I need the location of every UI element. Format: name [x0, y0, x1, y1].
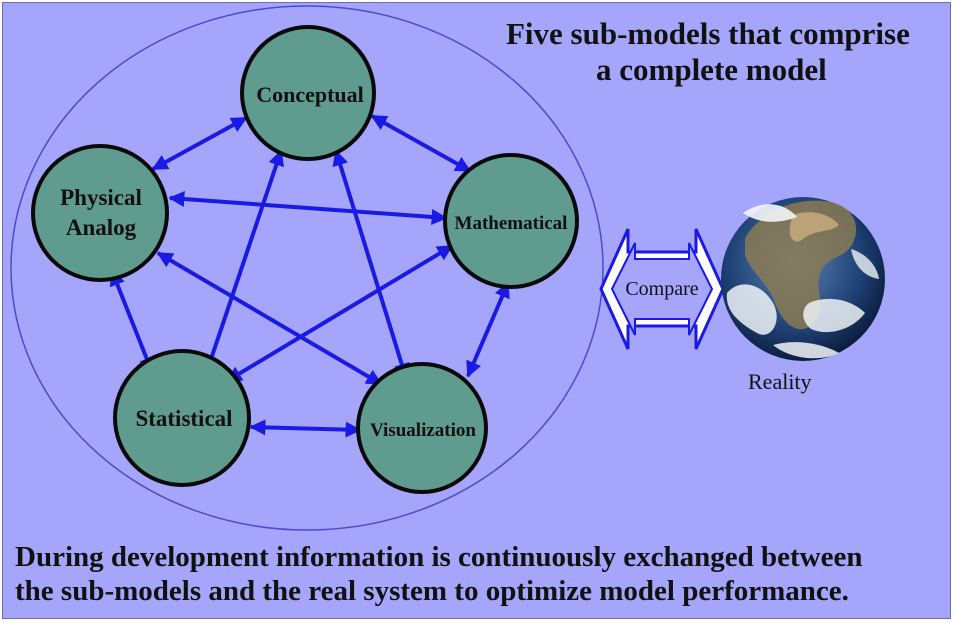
arrow-mathematical-visualization [466, 281, 510, 378]
title-line-2: a complete model [596, 52, 827, 87]
node-physical-analog [31, 144, 169, 282]
node-label-conceptual: Conceptual [256, 82, 364, 107]
caption-line-1: During development information is contin… [15, 541, 863, 573]
node-label-statistical: Statistical [135, 406, 232, 431]
arrow-statistical-visualization [249, 419, 362, 438]
node-statistical [113, 349, 251, 487]
node-label-physical-line2: Analog [66, 215, 137, 240]
double-headed-arrow-icon [599, 228, 725, 350]
arrow-physical-mathematical [168, 191, 448, 225]
caption-line-2: the sub-models and the real system to op… [15, 575, 849, 607]
node-label-visualization: Visualization [370, 420, 476, 441]
compare-label: Compare [625, 278, 698, 300]
node-visualization [356, 362, 488, 494]
title-line-1: Five sub-models that comprise [506, 16, 910, 51]
submodel-diagram: Conceptual Physical Analog Mathematical … [10, 5, 885, 531]
arrow-conceptual-visualization [332, 149, 410, 380]
arrow-conceptual-statistical [203, 149, 284, 376]
node-label-mathematical: Mathematical [455, 213, 568, 234]
node-conceptual [240, 25, 376, 161]
reality-label: Reality [748, 369, 812, 394]
model-boundary-ellipse [10, 5, 604, 531]
arrow-conceptual-physical [151, 116, 248, 171]
earth-globe-icon [721, 197, 885, 361]
node-mathematical [443, 153, 579, 289]
arrow-physical-statistical [109, 269, 155, 374]
arrow-mathematical-statistical [225, 244, 454, 383]
node-label-physical-line1: Physical [60, 185, 142, 210]
arrow-conceptual-mathematical [370, 114, 472, 173]
